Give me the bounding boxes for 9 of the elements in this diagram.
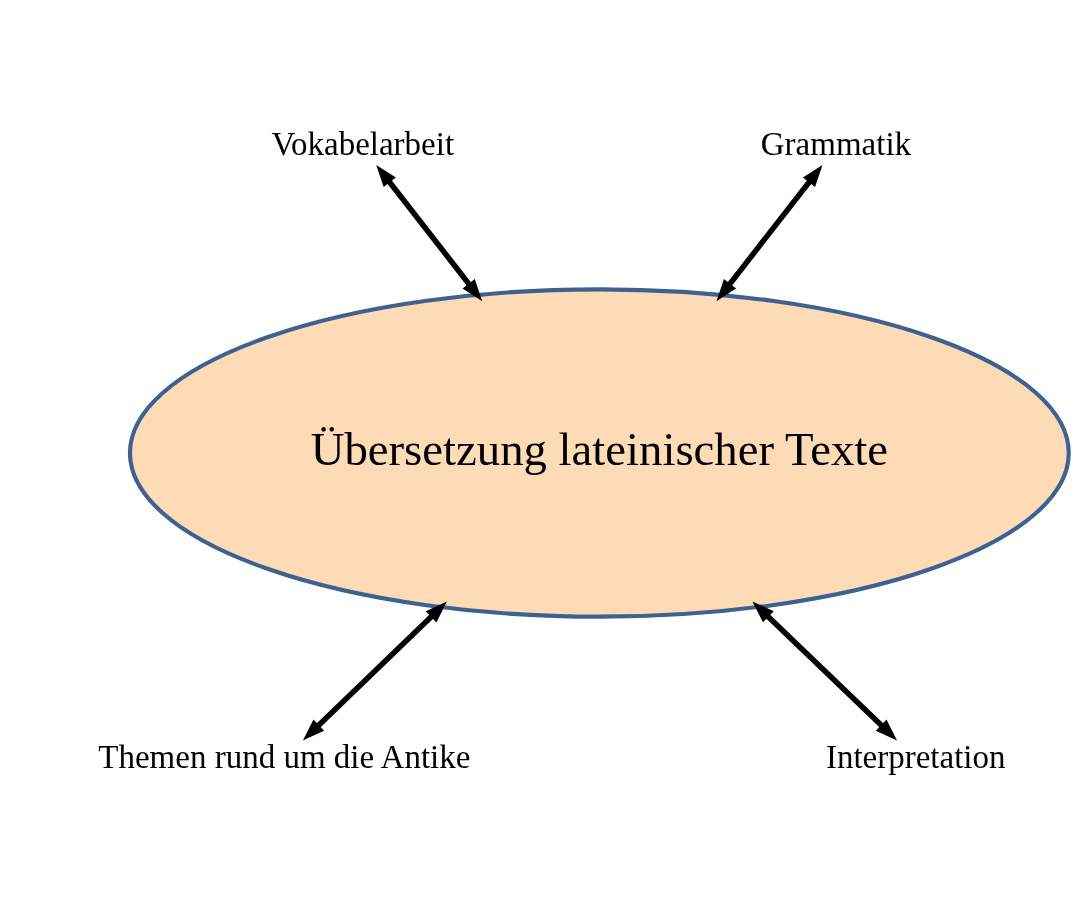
node-text: Themen rund um die Antike — [98, 738, 471, 775]
node-text: Interpretation — [825, 738, 1006, 775]
arrow — [716, 164, 823, 301]
node-ellipse: Übersetzung lateinischer Texte — [127, 286, 1071, 619]
node-text: Grammatik — [760, 125, 912, 162]
arrow — [752, 601, 898, 740]
arrow — [302, 601, 447, 740]
arrow — [376, 164, 483, 301]
node-text: Vokabelarbeit — [271, 125, 455, 162]
